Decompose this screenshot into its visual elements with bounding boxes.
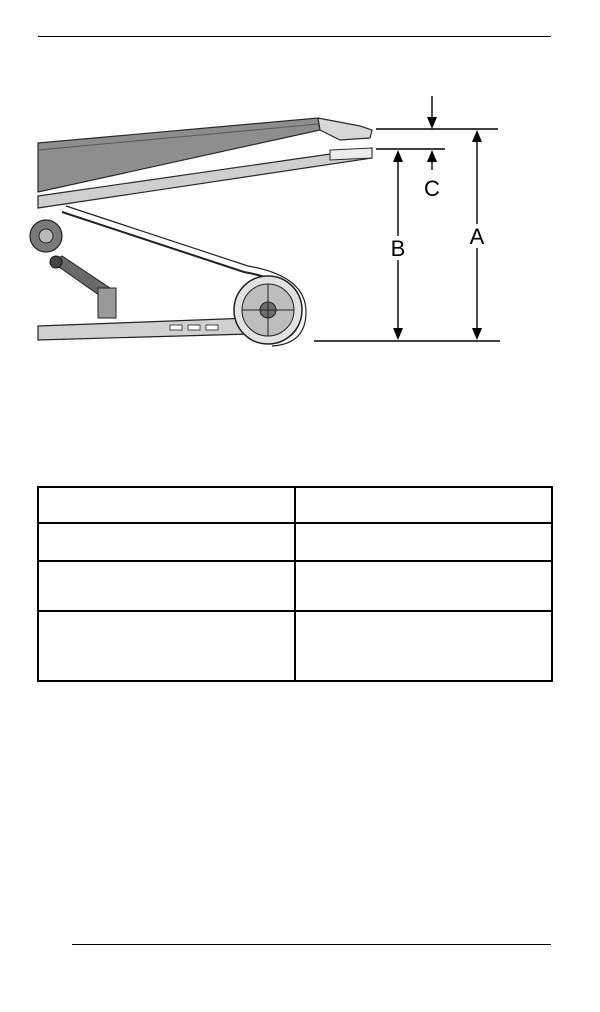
table-cell: [294, 486, 553, 524]
rear-idler-wheel: [233, 275, 303, 345]
suspension-measurement-figure: A B C: [29, 96, 500, 347]
specification-table: [37, 486, 553, 682]
table-row: [37, 610, 553, 682]
dimension-b: B: [387, 150, 409, 340]
table-cell: [37, 522, 296, 562]
suspension-arm: [49, 255, 117, 319]
table-row: [37, 560, 553, 612]
table-cell: [294, 522, 553, 562]
front-idler-wheel: [29, 219, 63, 253]
label-b: B: [391, 236, 406, 261]
table-cell: [37, 486, 296, 524]
label-a: A: [470, 224, 485, 249]
label-c: C: [424, 176, 440, 201]
dimension-a: A: [466, 130, 488, 340]
table-cell: [294, 560, 553, 612]
table-cell: [37, 560, 296, 612]
lower-skid: [37, 317, 251, 341]
table-row: [37, 522, 553, 562]
table-row: [37, 486, 553, 524]
table-cell: [294, 610, 553, 682]
footer-rule: [72, 944, 551, 945]
dimension-c: C: [424, 96, 440, 201]
table-cell: [37, 610, 296, 682]
tunnel-rail: [37, 117, 373, 193]
slide-rail: [37, 147, 373, 209]
header-rule: [38, 36, 551, 37]
